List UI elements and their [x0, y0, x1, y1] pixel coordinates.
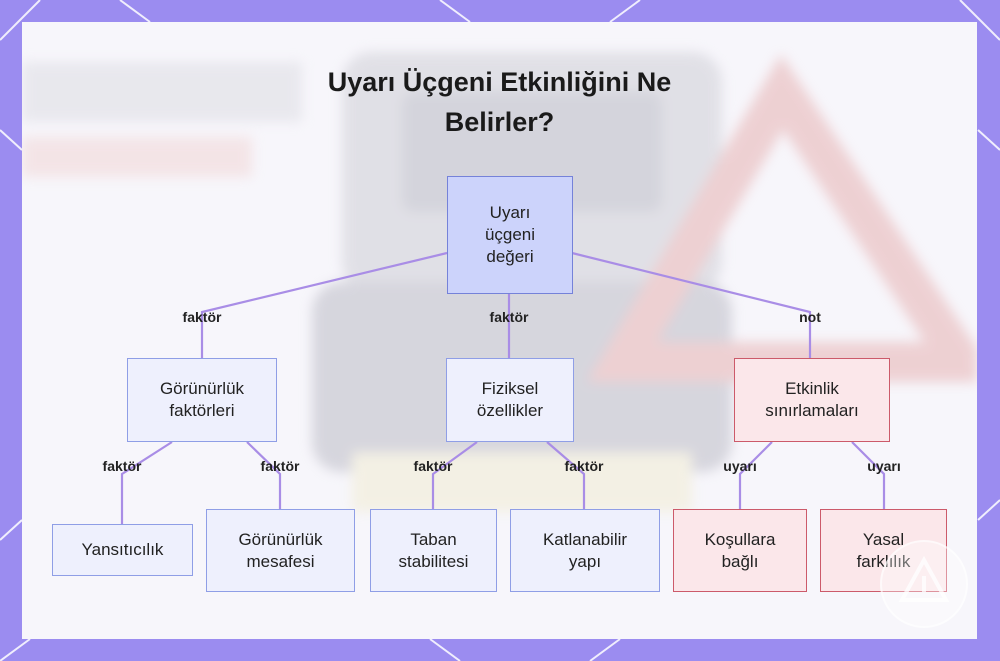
- node-conditions-dependent: Koşullara bağlı: [673, 509, 807, 592]
- edge-label-vis-reflect: faktör: [102, 458, 142, 474]
- edge-root-visibility: [200, 251, 448, 358]
- edge-label-lim-cond: uyarı: [723, 458, 757, 474]
- title-line-2: Belirler?: [444, 107, 555, 137]
- edge-root-limits: [571, 251, 812, 358]
- node-visibility-factors: Görünürlük faktörleri: [127, 358, 277, 442]
- diagram-panel: Uyarı Üçgeni Etkinliğini Ne Belirler? fa…: [22, 22, 977, 639]
- node-reflectivity: Yansıtıcılık: [52, 524, 193, 576]
- edge-lim-legal: [851, 441, 886, 509]
- node-foldable-structure: Katlanabilir yapı: [510, 509, 660, 592]
- logo-watermark-icon: [880, 540, 968, 628]
- edge-label-phys-fold: faktör: [564, 458, 604, 474]
- node-base-stability: Taban stabilitesi: [370, 509, 497, 592]
- edge-phys-base: [431, 441, 478, 509]
- node-visibility-distance: Görünürlük mesafesi: [206, 509, 355, 592]
- edge-label-phys-base: faktör: [413, 458, 453, 474]
- node-effectiveness-limits: Etkinlik sınırlamaları: [734, 358, 890, 442]
- title-line-1: Uyarı Üçgeni Etkinliğini Ne: [327, 67, 672, 97]
- edge-lines: [120, 251, 886, 524]
- node-root: Uyarı üçgeni değeri: [447, 176, 573, 294]
- edge-label-lim-legal: uyarı: [867, 458, 901, 474]
- node-physical-properties: Fiziksel özellikler: [446, 358, 574, 442]
- edge-vis-distance: [246, 441, 282, 509]
- edge-label-root-visibility: faktör: [182, 309, 222, 325]
- edge-label-root-limits: not: [799, 309, 821, 325]
- edge-vis-reflect: [120, 441, 173, 524]
- edge-label-root-physical: faktör: [489, 309, 529, 325]
- edge-label-vis-distance: faktör: [260, 458, 300, 474]
- edge-phys-fold: [546, 441, 586, 509]
- diagram-title: Uyarı Üçgeni Etkinliğini Ne Belirler?: [22, 62, 977, 142]
- edge-lim-cond: [738, 441, 773, 509]
